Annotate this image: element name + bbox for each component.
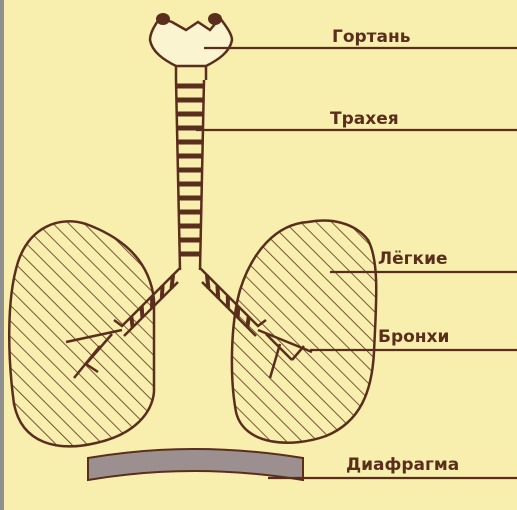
bronchus-ring	[172, 275, 174, 289]
label-bronchi: Бронхи	[378, 327, 449, 347]
bronchus-ring	[238, 306, 239, 317]
bronchus-ring	[142, 306, 143, 317]
label-diaphragm: Диафрагма	[346, 455, 459, 475]
larynx	[150, 18, 232, 66]
label-trachea: Трахея	[330, 109, 399, 129]
bronchus-ring	[131, 317, 132, 328]
bronchus-ring	[247, 317, 248, 328]
bronchus-ring	[162, 285, 163, 298]
larynx-cartilage-right	[208, 13, 222, 25]
left-lung	[9, 221, 154, 446]
label-lungs: Лёгкие	[378, 249, 448, 269]
larynx-cartilage-left	[156, 13, 170, 25]
bronchus-ring	[217, 285, 218, 298]
bronchus-ring	[207, 275, 209, 289]
label-larynx: Гортань	[332, 27, 411, 47]
